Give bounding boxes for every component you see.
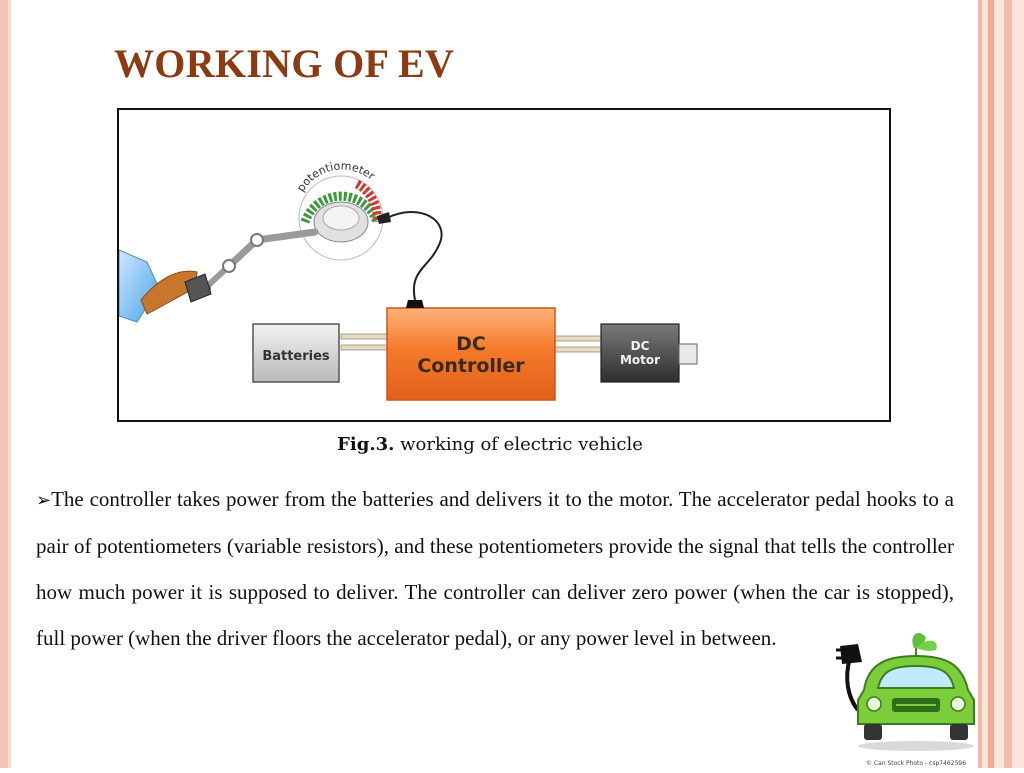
signal-wire xyxy=(386,210,443,301)
right-decor-stripe xyxy=(982,0,988,768)
body-paragraph-text: The controller takes power from the batt… xyxy=(36,487,954,650)
left-decor-stripe-light xyxy=(8,0,11,768)
controller-label-line1: DC xyxy=(456,333,486,355)
right-decor-stripe xyxy=(988,0,994,768)
batteries-label: Batteries xyxy=(262,349,330,364)
driver-foot xyxy=(119,249,212,323)
ev-diagram: Batteries DC Controller DC Motor xyxy=(119,159,698,401)
ev-car-icon: © Can Stock Photo - csp7462596 xyxy=(836,633,975,767)
watermark-text: © Can Stock Photo - csp7462596 xyxy=(866,760,966,767)
right-decor-stripe xyxy=(1012,0,1024,768)
shaft-battery-controller xyxy=(340,333,390,351)
dc-motor-box: DC Motor xyxy=(600,323,698,383)
body-paragraph: ➢The controller takes power from the bat… xyxy=(36,476,954,661)
ev-car-graphic: © Can Stock Photo - csp7462596 xyxy=(828,628,978,773)
ev-diagram-figure: Batteries DC Controller DC Motor xyxy=(117,108,891,422)
batteries-box: Batteries xyxy=(252,323,340,383)
pedal-linkage xyxy=(199,228,319,294)
slide-title: WORKING OF EV xyxy=(114,41,455,86)
controller-label-line2: Controller xyxy=(417,355,525,377)
figure-caption-prefix: Fig.3. xyxy=(337,434,395,455)
figure-caption: Fig.3. working of electric vehicle xyxy=(0,434,980,455)
arrow-bullet-icon: ➢ xyxy=(36,490,52,510)
right-decor-stripe xyxy=(978,0,982,768)
right-decor-stripe xyxy=(1004,0,1012,768)
motor-label-line2: Motor xyxy=(620,353,660,367)
potentiometer-dial: potentiometer xyxy=(294,159,391,261)
motor-label-line1: DC xyxy=(631,339,650,353)
right-decor-stripe xyxy=(994,0,1004,768)
left-decor-stripe xyxy=(0,0,8,768)
figure-caption-text: working of electric vehicle xyxy=(394,434,643,455)
shaft-controller-motor xyxy=(554,335,602,353)
dc-controller-box: DC Controller xyxy=(386,300,556,401)
